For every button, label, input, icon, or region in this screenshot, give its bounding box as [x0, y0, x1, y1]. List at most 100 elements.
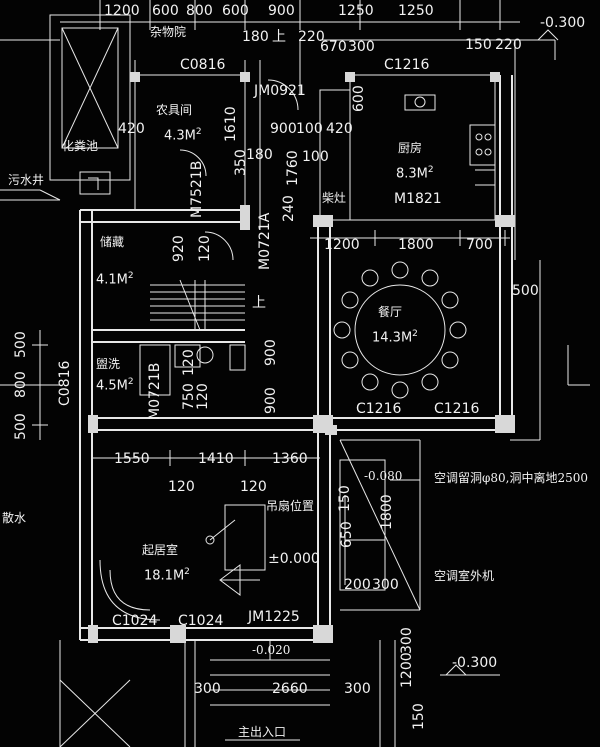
- dim-300-top: 300: [348, 39, 375, 55]
- dim-220: 220: [298, 29, 325, 45]
- dim-420-left: 420: [118, 121, 145, 137]
- room-bath: 盥洗: [96, 357, 121, 371]
- stove-room: [319, 89, 351, 221]
- dim-300-bottom-b: 300: [344, 681, 371, 697]
- window-c1216-b: C1216: [434, 401, 480, 417]
- note-ceiling-fan: 吊扇位置: [266, 499, 315, 513]
- dim-top-600b: 600: [222, 3, 249, 19]
- dim-800-left: 800: [13, 371, 29, 398]
- dim-top-1250: 1250: [338, 3, 374, 19]
- dim-dining-700: 700: [466, 237, 493, 253]
- area-kitchen: 8.3M2: [396, 165, 434, 182]
- note-drain: 散水: [2, 511, 27, 525]
- dim-900-c: 900: [263, 387, 279, 414]
- dim-180: 180: [242, 29, 269, 45]
- dim-1410: 1410: [198, 451, 234, 467]
- dim-1550: 1550: [114, 451, 150, 467]
- label-sewage-well: 污水井: [8, 173, 45, 187]
- room-stove: 柴灶: [322, 191, 347, 205]
- up-label-top: 上: [272, 29, 286, 45]
- room-dining: 餐厅: [378, 305, 403, 319]
- dim-300-bottom: 300: [194, 681, 221, 697]
- note-ac-hole: 空调留洞φ80,洞中离地2500: [434, 471, 589, 485]
- label-main-entrance: 主出入口: [238, 725, 287, 739]
- dim-750: 750: [181, 383, 197, 410]
- septic-tank-inner: [61, 27, 119, 149]
- tv-cabinet: [224, 504, 266, 571]
- door-m0721a: M0721A: [257, 212, 273, 270]
- door-jm0921: JM0921: [254, 83, 306, 99]
- door-jm1225: JM1225: [248, 609, 300, 625]
- dim-120-b: 120: [181, 349, 197, 376]
- window-c1216-top: C1216: [384, 57, 430, 73]
- dim-120-c: 120: [195, 383, 211, 410]
- level-000: ±0.000: [268, 551, 320, 567]
- area-storage: 4.1M2: [96, 271, 134, 288]
- dim-420-mid: 420: [326, 121, 353, 137]
- dim-top-900: 900: [268, 3, 295, 19]
- dim-300-bottom-v: 300: [399, 627, 415, 654]
- dim-top-800: 800: [186, 3, 213, 19]
- dim-1360: 1360: [272, 451, 308, 467]
- dim-180-mid: 180: [246, 147, 273, 163]
- level-020: -0.020: [252, 643, 291, 657]
- area-dining: 14.3M2: [372, 329, 418, 346]
- dim-1610: 1610: [223, 106, 239, 142]
- door-m7521b: M7521B: [189, 160, 205, 218]
- level-top: -0.300: [540, 15, 586, 31]
- dim-200: 200: [344, 577, 371, 593]
- dim-240: 240: [281, 195, 297, 222]
- window-c0816-top: C0816: [180, 57, 226, 73]
- room-septic-tank: 化粪池: [62, 139, 99, 153]
- dim-1200-bottom: 1200: [399, 652, 415, 688]
- room-sundry-yard: 杂物院: [150, 25, 187, 39]
- dim-500-left-b: 500: [13, 413, 29, 440]
- note-ac-outdoor: 空调室外机: [434, 569, 495, 583]
- area-farm-tools: 4.3M2: [164, 127, 202, 144]
- dim-220-right: 220: [495, 37, 522, 53]
- dim-dining-1800: 1800: [398, 237, 434, 253]
- dining-table: [333, 261, 467, 399]
- dim-2660: 2660: [272, 681, 308, 697]
- dim-300-side: 300: [372, 577, 399, 593]
- dim-600-mid: 600: [351, 85, 367, 112]
- dim-150-top: 150: [465, 37, 492, 53]
- door-swing-jm: [267, 79, 299, 111]
- door-swing-storage: [204, 231, 234, 261]
- level-080: -0.080: [364, 469, 403, 483]
- door-swing-farm: [179, 149, 207, 177]
- area-living: 18.1M2: [144, 567, 190, 584]
- dim-920: 920: [171, 235, 187, 262]
- dim-120-e: 120: [240, 479, 267, 495]
- level-bottom: -0.300: [452, 655, 498, 671]
- room-farm-tools: 农具间: [156, 103, 193, 117]
- dim-500-left: 500: [13, 331, 29, 358]
- dim-150-bottom: 150: [411, 703, 427, 730]
- dim-top-1200: 1200: [104, 3, 140, 19]
- window-c1024-b: C1024: [178, 613, 224, 629]
- dim-900-b: 900: [263, 339, 279, 366]
- dim-top-1250b: 1250: [398, 3, 434, 19]
- door-m1821: M1821: [394, 191, 442, 207]
- dim-dining-1200: 1200: [324, 237, 360, 253]
- dim-670: 670: [320, 39, 347, 55]
- septic-tank-outline: [49, 14, 131, 181]
- dim-100-b: 100: [302, 149, 329, 165]
- dim-120-d: 120: [168, 479, 195, 495]
- dim-650: 650: [339, 521, 355, 548]
- door-m0721b: M0721B: [147, 362, 163, 420]
- window-c0816-left: C0816: [57, 360, 73, 406]
- area-bath: 4.5M2: [96, 377, 134, 394]
- up-label-stair: 上: [252, 295, 266, 311]
- dim-500-right: 500: [512, 283, 539, 299]
- window-c1024-a: C1024: [112, 613, 158, 629]
- dim-top-600: 600: [152, 3, 179, 19]
- stair-treads: [150, 279, 245, 331]
- dim-120-a: 120: [197, 235, 213, 262]
- dim-1800-side: 1800: [379, 494, 395, 530]
- dim-150-side: 150: [337, 485, 353, 512]
- dim-350: 350: [233, 149, 249, 176]
- dim-900: 900: [270, 121, 297, 137]
